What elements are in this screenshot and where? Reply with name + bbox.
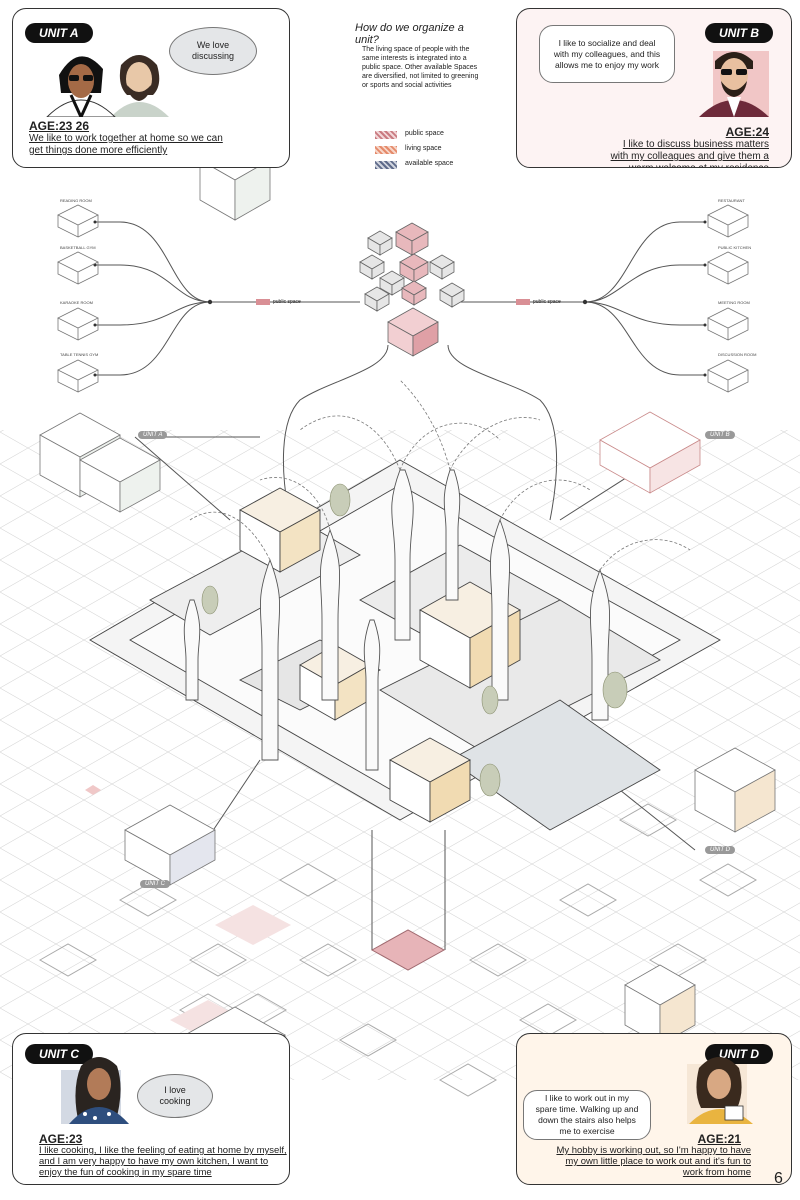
right-room-label: RESTAURANT — [718, 198, 745, 203]
unit-b-speech-bubble: I like to socialize and deal with my col… — [539, 25, 675, 83]
unit-c-speech-bubble: I love cooking — [137, 1074, 213, 1118]
pink-floor-tile — [85, 785, 101, 795]
unit-c-quote: I like cooking, I like the feeling of ea… — [39, 1145, 287, 1178]
unit-d-card: UNIT D I like to work out in my spare ti… — [516, 1033, 792, 1185]
base-cube — [370, 929, 446, 971]
canopy-arcs — [189, 379, 691, 571]
unit-a-age: AGE:23 26 — [29, 119, 90, 133]
unit-c-model — [124, 804, 216, 886]
unit-d-avatar — [687, 1057, 753, 1124]
legend-swatch-available — [375, 161, 397, 169]
right-room-label: MEETING ROOM — [718, 300, 750, 305]
left-room-label: BASKETBALL GYM — [60, 245, 96, 250]
unit-d-model — [624, 747, 776, 1046]
room-thumbnails — [57, 204, 749, 393]
unit-a-quote: We like to work together at home so we c… — [29, 133, 223, 156]
unit-d-quote: My hobby is working out, so I'm happy to… — [556, 1145, 751, 1178]
unit-c-label: UNIT C — [140, 880, 170, 888]
intro-text: The living space of people with the same… — [362, 46, 479, 89]
unit-a-model — [39, 412, 161, 513]
public-space-swatch-right — [516, 299, 530, 305]
legend-swatch-public — [375, 131, 397, 139]
public-space-label-right: public space — [533, 299, 561, 305]
left-room-label: TABLE TENNIS GYM — [60, 352, 99, 357]
legend-swatch-living — [375, 146, 397, 154]
unit-d-speech-bubble: I like to work out in my spare time. Wal… — [523, 1090, 651, 1140]
legend-label-available: available space — [405, 160, 454, 167]
unit-a-card: UNIT A We love discussing AGE:23 26 We l… — [12, 8, 290, 168]
left-room-label: READING ROOM — [60, 198, 92, 203]
unit-a-label: UNIT A — [138, 431, 168, 439]
unit-c-card: UNIT C I love cooking AGE:23 I like cook… — [12, 1033, 290, 1185]
public-space-swatch-left — [256, 299, 270, 305]
unit-d-age: AGE:21 — [697, 1132, 741, 1146]
unit-b-tag: UNIT B — [705, 23, 773, 43]
right-room-label: PUBLIC KITCHEN — [718, 245, 752, 250]
unit-c-age: AGE:23 — [39, 1132, 83, 1146]
unit-b-label: UNIT B — [705, 431, 735, 439]
unit-b-card: UNIT B I like to socialize and deal with… — [516, 8, 792, 168]
right-room-label: DISCUSSION ROOM — [718, 352, 757, 357]
page-number: 6 — [774, 1170, 783, 1187]
public-space-label-left: public space — [273, 299, 301, 305]
unit-b-avatar — [699, 51, 769, 117]
pink-floor-tile — [215, 905, 291, 945]
tree-columns — [183, 469, 611, 771]
trees — [201, 483, 628, 797]
unit-b-model — [599, 411, 701, 494]
unit-a-speech-bubble: We love discussing — [169, 27, 257, 75]
unit-a-avatars — [46, 55, 169, 117]
legend-label-public: public space — [405, 130, 444, 137]
legend-label-living: living space — [405, 145, 442, 152]
cube-diagram — [359, 222, 465, 357]
left-room-label: KARAOKE ROOM — [60, 300, 93, 305]
unit-a-tag: UNIT A — [25, 23, 93, 43]
unit-c-avatar — [61, 1057, 129, 1124]
unit-b-age: AGE:24 — [725, 125, 769, 139]
unit-b-quote: I like to discuss business matters with … — [610, 139, 769, 167]
page-question: How do we organize a unit? — [355, 22, 464, 46]
unit-d-label: UNIT D — [705, 846, 735, 854]
unit-c-tag: UNIT C — [25, 1044, 93, 1064]
